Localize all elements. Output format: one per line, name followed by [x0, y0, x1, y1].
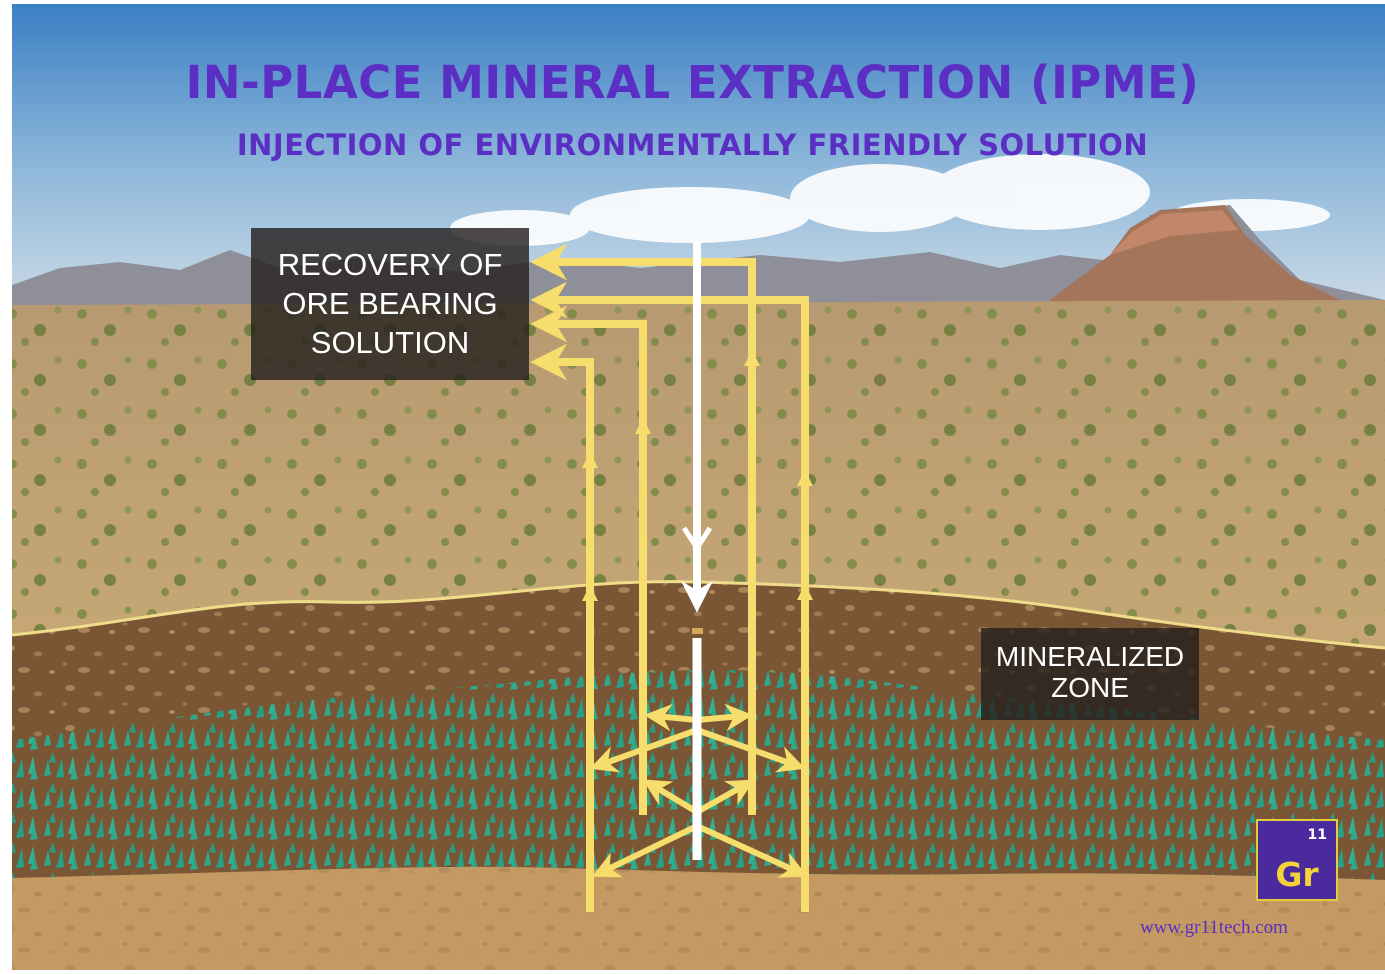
zone-label-line: ZONE: [1051, 672, 1129, 703]
recovery-label-box: RECOVERY OF ORE BEARING SOLUTION: [251, 228, 529, 380]
diagram-subtitle: INJECTION OF ENVIRONMENTALLY FRIENDLY SO…: [236, 128, 1149, 162]
recovery-label-line: RECOVERY OF: [277, 247, 503, 282]
zone-label-line: MINERALIZED: [995, 641, 1185, 672]
dispersion-arrows: [589, 703, 809, 878]
element-logo-tile: 11 Gr: [1256, 819, 1338, 901]
element-symbol: Gr: [1275, 855, 1319, 894]
recovery-label-line: SOLUTION: [310, 325, 470, 360]
injection-well: [681, 242, 713, 860]
recovery-label-line: ORE BEARING: [282, 286, 498, 321]
recovery-flow-arrows: [530, 243, 809, 912]
mineralized-zone-label-box: MINERALIZED ZONE: [981, 628, 1199, 720]
website-link[interactable]: www.gr11tech.com: [1140, 917, 1288, 938]
diagram-title: IN-PLACE MINERAL EXTRACTION (IPME): [185, 56, 1200, 109]
element-number: 11: [1307, 827, 1327, 843]
